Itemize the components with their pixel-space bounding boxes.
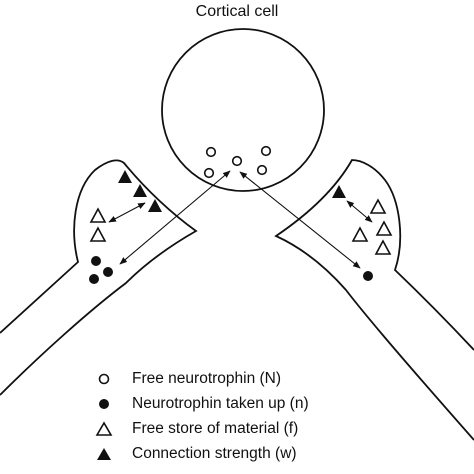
legend-label: Connection strength (w) bbox=[132, 445, 297, 462]
free-neurotrophin bbox=[260, 145, 272, 157]
legend-label: Free neurotrophin (N) bbox=[132, 370, 282, 387]
open-triangle-icon bbox=[92, 418, 116, 440]
free-store-marker bbox=[89, 207, 107, 223]
free-store-marker bbox=[375, 220, 393, 236]
taken-up-marker bbox=[91, 256, 101, 266]
taken-up-marker bbox=[89, 274, 99, 284]
free-neurotrophin bbox=[203, 167, 215, 179]
taken-up-marker bbox=[363, 271, 373, 281]
neurotrophin-taken-up bbox=[89, 256, 373, 284]
legend-label: Free store of material (f) bbox=[132, 420, 299, 437]
legend-item-free-store: Free store of material (f) bbox=[92, 418, 452, 440]
free-store-marker bbox=[369, 198, 387, 214]
exchange-arrows bbox=[108, 170, 373, 269]
arrow-strength-to-store-right bbox=[346, 200, 373, 223]
free-neurotrophin bbox=[205, 146, 217, 158]
arrow-cell-to-right-terminal bbox=[239, 171, 361, 269]
free-store-marker bbox=[351, 226, 369, 242]
free-neurotrophin bbox=[256, 164, 268, 176]
legend-item-connection-strength: Connection strength (w) bbox=[92, 443, 452, 465]
connection-strength-marker bbox=[118, 170, 132, 183]
filled-circle-icon bbox=[92, 393, 116, 415]
cortical-cell-label: Cortical cell bbox=[195, 3, 279, 20]
free-neurotrophin-group bbox=[203, 145, 272, 179]
free-store-right bbox=[351, 198, 393, 255]
filled-triangle-icon bbox=[92, 443, 116, 465]
free-store-left bbox=[89, 207, 107, 242]
free-store-marker bbox=[374, 239, 392, 255]
free-store-marker bbox=[89, 226, 107, 242]
taken-up-marker bbox=[103, 267, 113, 277]
cortical-cell-body bbox=[161, 28, 325, 192]
connection-strength-marker bbox=[332, 185, 346, 198]
legend-item-neurotrophin-taken-up: Neurotrophin taken up (n) bbox=[92, 393, 452, 415]
arrow-cell-to-left-terminal bbox=[119, 170, 231, 265]
connection-strength-right bbox=[332, 185, 346, 198]
free-neurotrophin bbox=[231, 155, 243, 167]
legend-item-free-neurotrophin: Free neurotrophin (N) bbox=[92, 368, 452, 390]
open-circle-icon bbox=[92, 368, 116, 390]
arrow-free-to-strength bbox=[108, 202, 146, 223]
legend-label: Neurotrophin taken up (n) bbox=[132, 395, 309, 412]
